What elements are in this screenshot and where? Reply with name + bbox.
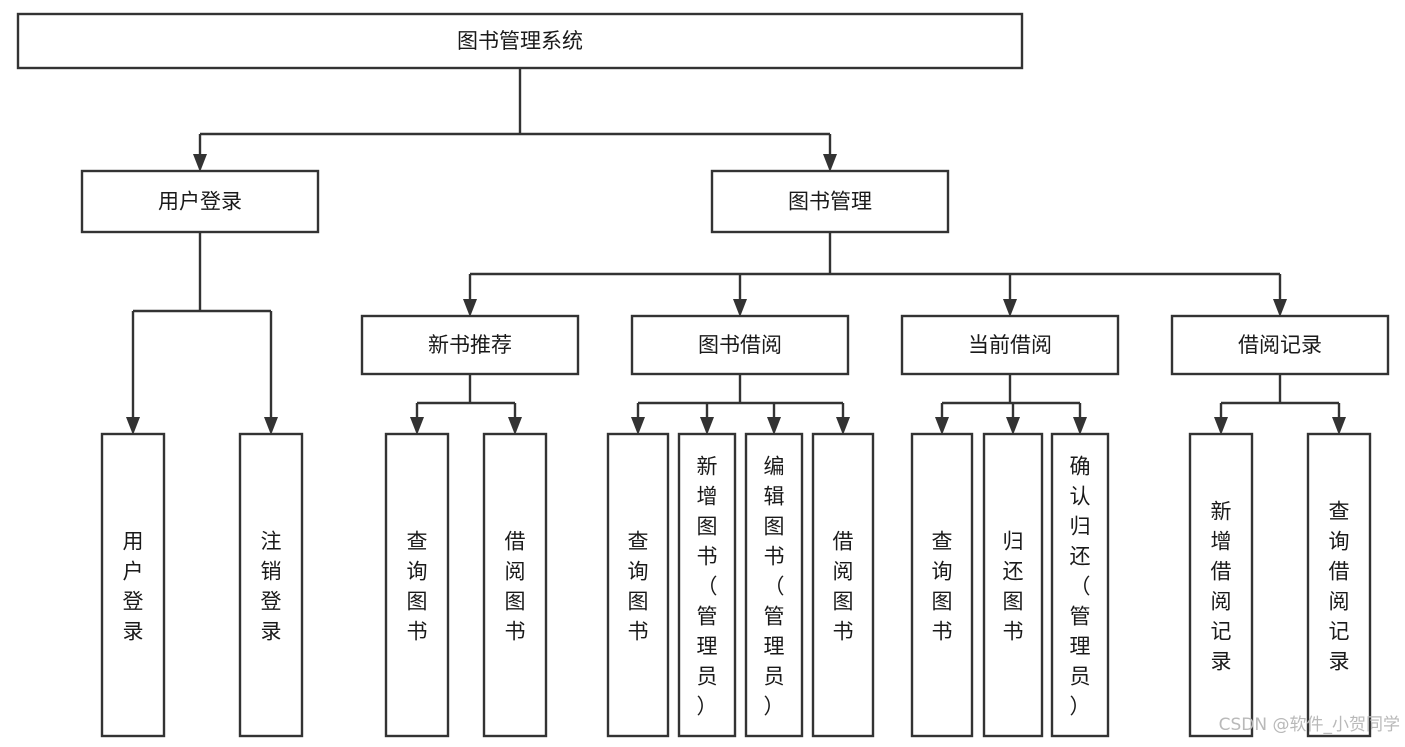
node-level3-0[interactable]: 新书推荐 xyxy=(360,314,580,376)
node-box[interactable] xyxy=(910,432,974,738)
node-leaf-4[interactable]: 查询图书 xyxy=(606,432,670,738)
node-label: 查询图书 xyxy=(932,529,953,643)
node-box[interactable] xyxy=(238,432,304,738)
arrow-head-icon xyxy=(935,417,949,435)
arrow-head-icon xyxy=(463,299,477,317)
node-label: 新增借阅记录 xyxy=(1211,499,1232,673)
node-box[interactable] xyxy=(744,432,804,738)
connector-layer xyxy=(126,68,1346,435)
node-box[interactable] xyxy=(1170,314,1390,376)
node-label: 注销登录 xyxy=(261,529,282,643)
node-label: 归还图书 xyxy=(1003,529,1024,643)
arrow-head-icon xyxy=(1073,417,1087,435)
node-label: 用户登录 xyxy=(123,529,144,643)
node-label: 图书借阅 xyxy=(698,333,782,357)
node-level3-2[interactable]: 当前借阅 xyxy=(900,314,1120,376)
node-box[interactable] xyxy=(16,12,1024,70)
node-box[interactable] xyxy=(482,432,548,738)
node-label: 新书推荐 xyxy=(428,333,512,357)
arrow-head-icon xyxy=(1214,417,1228,435)
arrow-head-icon xyxy=(264,417,278,435)
node-box[interactable] xyxy=(1306,432,1372,738)
arrow-head-icon xyxy=(410,417,424,435)
arrow-head-icon xyxy=(126,417,140,435)
node-label: 查询图书 xyxy=(407,529,428,643)
arrow-head-icon xyxy=(836,417,850,435)
arrow-head-icon xyxy=(631,417,645,435)
node-box[interactable] xyxy=(982,432,1044,738)
arrow-head-icon xyxy=(1273,299,1287,317)
node-box[interactable] xyxy=(606,432,670,738)
arrow-head-icon xyxy=(1332,417,1346,435)
node-root-0[interactable]: 图书管理系统 xyxy=(16,12,1024,70)
node-box[interactable] xyxy=(710,169,950,234)
node-box[interactable] xyxy=(677,432,737,738)
node-label: 编辑图书（管理员） xyxy=(764,454,785,718)
node-leaf-2[interactable]: 查询图书 xyxy=(384,432,450,738)
node-leaf-12[interactable]: 查询借阅记录 xyxy=(1306,432,1372,738)
arrow-head-icon xyxy=(700,417,714,435)
node-leaf-5[interactable]: 新增图书（管理员） xyxy=(677,432,737,738)
node-level2-0[interactable]: 用户登录 xyxy=(80,169,320,234)
node-leaf-1[interactable]: 注销登录 xyxy=(238,432,304,738)
node-box[interactable] xyxy=(630,314,850,376)
node-label: 新增图书（管理员） xyxy=(697,454,718,718)
node-label: 图书管理系统 xyxy=(457,29,583,53)
arrow-head-icon xyxy=(1003,299,1017,317)
node-box[interactable] xyxy=(811,432,875,738)
node-level3-3[interactable]: 借阅记录 xyxy=(1170,314,1390,376)
node-level2-1[interactable]: 图书管理 xyxy=(710,169,950,234)
node-label: 借阅记录 xyxy=(1238,333,1322,357)
node-label: 图书管理 xyxy=(788,190,872,214)
node-box[interactable] xyxy=(360,314,580,376)
arrow-head-icon xyxy=(733,299,747,317)
node-leaf-3[interactable]: 借阅图书 xyxy=(482,432,548,738)
node-leaf-6[interactable]: 编辑图书（管理员） xyxy=(744,432,804,738)
arrow-head-icon xyxy=(823,154,837,172)
node-box[interactable] xyxy=(1188,432,1254,738)
node-box[interactable] xyxy=(80,169,320,234)
node-layer: 图书管理系统用户登录图书管理新书推荐图书借阅当前借阅借阅记录用户登录注销登录查询… xyxy=(16,12,1390,738)
node-level3-1[interactable]: 图书借阅 xyxy=(630,314,850,376)
arrow-head-icon xyxy=(508,417,522,435)
node-label: 借阅图书 xyxy=(833,529,854,643)
node-label: 借阅图书 xyxy=(505,529,526,643)
csdn-watermark: CSDN @软件_小贺同学 xyxy=(1219,715,1400,735)
node-label: 当前借阅 xyxy=(968,333,1052,357)
node-leaf-7[interactable]: 借阅图书 xyxy=(811,432,875,738)
node-leaf-10[interactable]: 确认归还（管理员） xyxy=(1050,432,1110,738)
node-leaf-8[interactable]: 查询图书 xyxy=(910,432,974,738)
node-label: 确认归还（管理员） xyxy=(1070,454,1091,718)
node-leaf-11[interactable]: 新增借阅记录 xyxy=(1188,432,1254,738)
node-label: 用户登录 xyxy=(158,190,242,214)
node-leaf-9[interactable]: 归还图书 xyxy=(982,432,1044,738)
node-label: 查询借阅记录 xyxy=(1329,499,1350,673)
node-box[interactable] xyxy=(100,432,166,738)
arrow-head-icon xyxy=(193,154,207,172)
node-box[interactable] xyxy=(900,314,1120,376)
node-box[interactable] xyxy=(1050,432,1110,738)
node-label: 查询图书 xyxy=(628,529,649,643)
node-leaf-0[interactable]: 用户登录 xyxy=(100,432,166,738)
arrow-head-icon xyxy=(767,417,781,435)
arrow-head-icon xyxy=(1006,417,1020,435)
node-box[interactable] xyxy=(384,432,450,738)
